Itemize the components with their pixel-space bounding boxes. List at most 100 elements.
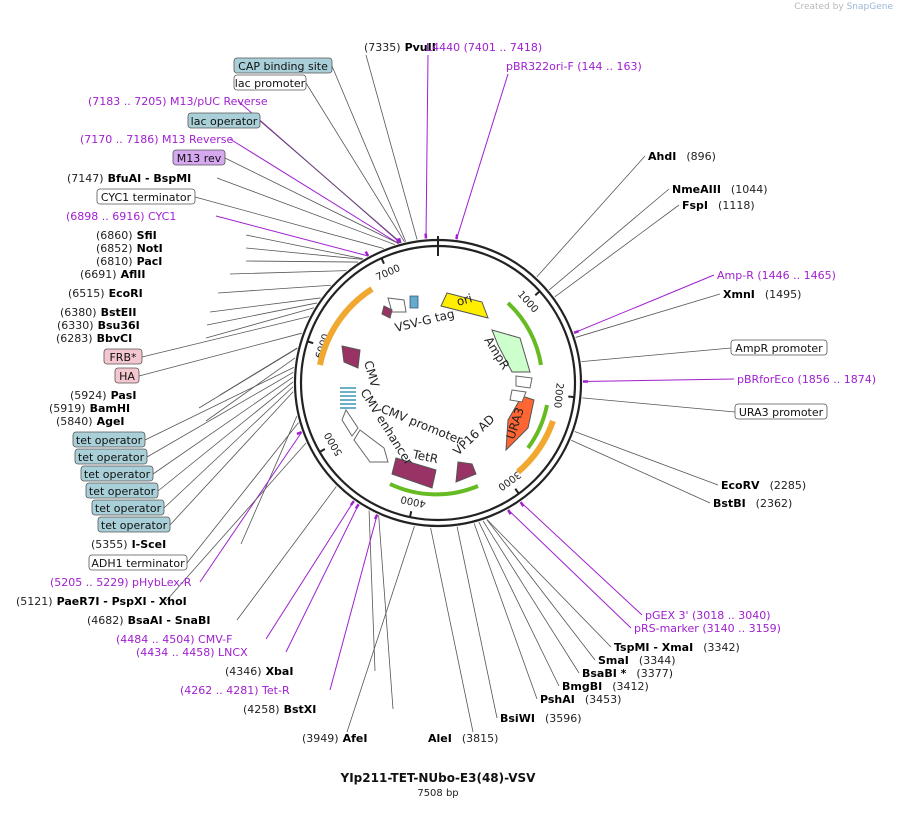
label-site: (3949)AfeI bbox=[302, 732, 367, 745]
snapgene-logo-text: SnapGene bbox=[846, 2, 893, 12]
label-primer: (4484 .. 4504) CMV-F bbox=[116, 633, 232, 646]
label-site: (6380)BstEII bbox=[60, 306, 136, 319]
vsv-blue-stripe bbox=[409, 295, 419, 309]
label-site: (6810)PacI bbox=[96, 255, 162, 268]
primer-mark bbox=[373, 514, 379, 520]
label-site: SmaI(3344) bbox=[598, 654, 675, 667]
site-label: FspI(1118) bbox=[682, 199, 755, 212]
leader-line bbox=[305, 82, 405, 243]
ampr-arrow bbox=[491, 329, 531, 373]
leader-line bbox=[169, 391, 294, 526]
feature-box-name: tet operator bbox=[101, 519, 168, 532]
label-box-blue: tet operator bbox=[74, 448, 148, 465]
tick-mark bbox=[319, 448, 326, 453]
leader-line bbox=[365, 54, 418, 240]
leader-line bbox=[582, 397, 736, 413]
feature-box bbox=[233, 74, 307, 91]
leader-line bbox=[329, 514, 378, 691]
green-arc-ura3 bbox=[526, 404, 549, 450]
leader-line bbox=[216, 177, 395, 245]
ampr-promoter-arrow bbox=[515, 375, 533, 389]
feature-label-tetr: TetR bbox=[410, 447, 439, 466]
leader-line bbox=[378, 515, 394, 710]
orange-arc-left bbox=[317, 286, 374, 366]
site-label: (5840)AgeI bbox=[56, 415, 125, 428]
leader-line bbox=[520, 501, 643, 616]
site-label: (4258)BstXI bbox=[243, 703, 316, 716]
plasmid-size: 7508 bp bbox=[417, 788, 458, 799]
primer-label: (6898 .. 6916) CYC1 bbox=[66, 210, 176, 223]
primer-label: (4434 .. 4458) LNCX bbox=[136, 646, 248, 659]
label-site: (6283)BbvCI bbox=[56, 332, 132, 345]
label-site: BsaBI *(3377) bbox=[582, 667, 673, 680]
green-arc-tetr bbox=[389, 482, 479, 497]
label-site: BsiWI(3596) bbox=[500, 712, 582, 725]
plasmid-backbone bbox=[293, 238, 583, 528]
primer-mark bbox=[573, 329, 580, 335]
site-label: (6852)NotI bbox=[96, 242, 163, 255]
label-site: (4682)BsaAI - SnaBI bbox=[87, 614, 210, 627]
leader-line bbox=[582, 378, 735, 383]
label-site: BmgBI(3412) bbox=[562, 680, 649, 693]
tetr-arrow bbox=[391, 457, 437, 489]
leader-line bbox=[456, 73, 509, 240]
site-label: XmnI(1495) bbox=[723, 288, 801, 301]
site-label: AhdI(896) bbox=[648, 150, 716, 163]
outer-ring bbox=[293, 238, 583, 528]
primer-label: L4440 (7401 .. 7418) bbox=[426, 41, 542, 54]
leader-line bbox=[209, 297, 321, 313]
label-box-white: AmpR promoter bbox=[730, 339, 828, 356]
feature-box-name: tet operator bbox=[89, 485, 156, 498]
tick-mark bbox=[307, 340, 314, 345]
label-site: (7147)BfuAI - BspMI bbox=[67, 172, 191, 185]
leader-line bbox=[571, 439, 711, 504]
leader-line bbox=[163, 386, 294, 509]
leader-line bbox=[146, 371, 294, 458]
feature-box bbox=[187, 112, 261, 129]
leader-line bbox=[198, 348, 298, 409]
site-label: (4346)XbaI bbox=[225, 665, 293, 678]
leader-line bbox=[368, 510, 376, 672]
leader-line bbox=[217, 284, 331, 294]
site-label: BsaBI *(3377) bbox=[582, 667, 673, 680]
feature-labels: ori AmpR URA3 VP16 AD TetR CMV promoter … bbox=[357, 291, 526, 467]
tick-label: 5000 bbox=[323, 430, 345, 458]
leader-line bbox=[205, 307, 315, 339]
leader-line bbox=[575, 293, 721, 338]
site-label: (4682)BsaAI - SnaBI bbox=[87, 614, 210, 627]
primer-mark bbox=[364, 250, 370, 257]
label-primer: (4434 .. 4458) LNCX bbox=[136, 646, 248, 659]
label-site: EcoRV(2285) bbox=[721, 479, 806, 492]
label-site: (7335)PvuII bbox=[364, 41, 436, 54]
primer-mark bbox=[354, 503, 360, 510]
label-box-white: ADH1 terminator bbox=[88, 554, 188, 571]
site-label: (6380)BstEII bbox=[60, 306, 136, 319]
site-label: (3949)AfeI bbox=[302, 732, 367, 745]
feature-label-cmv: CMV bbox=[361, 359, 382, 390]
label-box-blue: tet operator bbox=[97, 516, 171, 533]
label-box-purple: M13 rev bbox=[172, 149, 226, 166]
label-site: AleI(3815) bbox=[428, 732, 498, 745]
vsv-white-arrow bbox=[387, 297, 407, 313]
label-box-white: URA3 promoter bbox=[734, 403, 828, 420]
feature-box-name: lac promoter bbox=[235, 77, 306, 90]
label-site: TspMI - XmaI(3342) bbox=[614, 641, 740, 654]
label-primer: (7183 .. 7205) M13/pUC Reverse bbox=[88, 95, 268, 108]
site-label: (5355)I-SceI bbox=[91, 538, 166, 551]
leader-line bbox=[486, 519, 596, 661]
leader-line bbox=[165, 442, 307, 602]
label-site: (6860)SfiI bbox=[96, 229, 157, 242]
ori-arrow bbox=[440, 292, 489, 319]
green-arc-ampr bbox=[506, 301, 543, 366]
label-box-blue: CAP binding site bbox=[233, 57, 333, 74]
site-label: TspMI - XmaI(3342) bbox=[614, 641, 740, 654]
label-primer: (5205 .. 5229) pHybLex-R bbox=[50, 576, 192, 589]
primer-label: (4262 .. 4281) Tet-R bbox=[180, 684, 290, 697]
plasmid-name: YIp211-TET-NUbo-E3(48)-VSV bbox=[340, 771, 537, 785]
site-label: EcoRV(2285) bbox=[721, 479, 806, 492]
feature-box-name: tet operator bbox=[84, 468, 151, 481]
feature-box bbox=[74, 448, 148, 465]
label-primer: (6898 .. 6916) CYC1 bbox=[66, 210, 176, 223]
